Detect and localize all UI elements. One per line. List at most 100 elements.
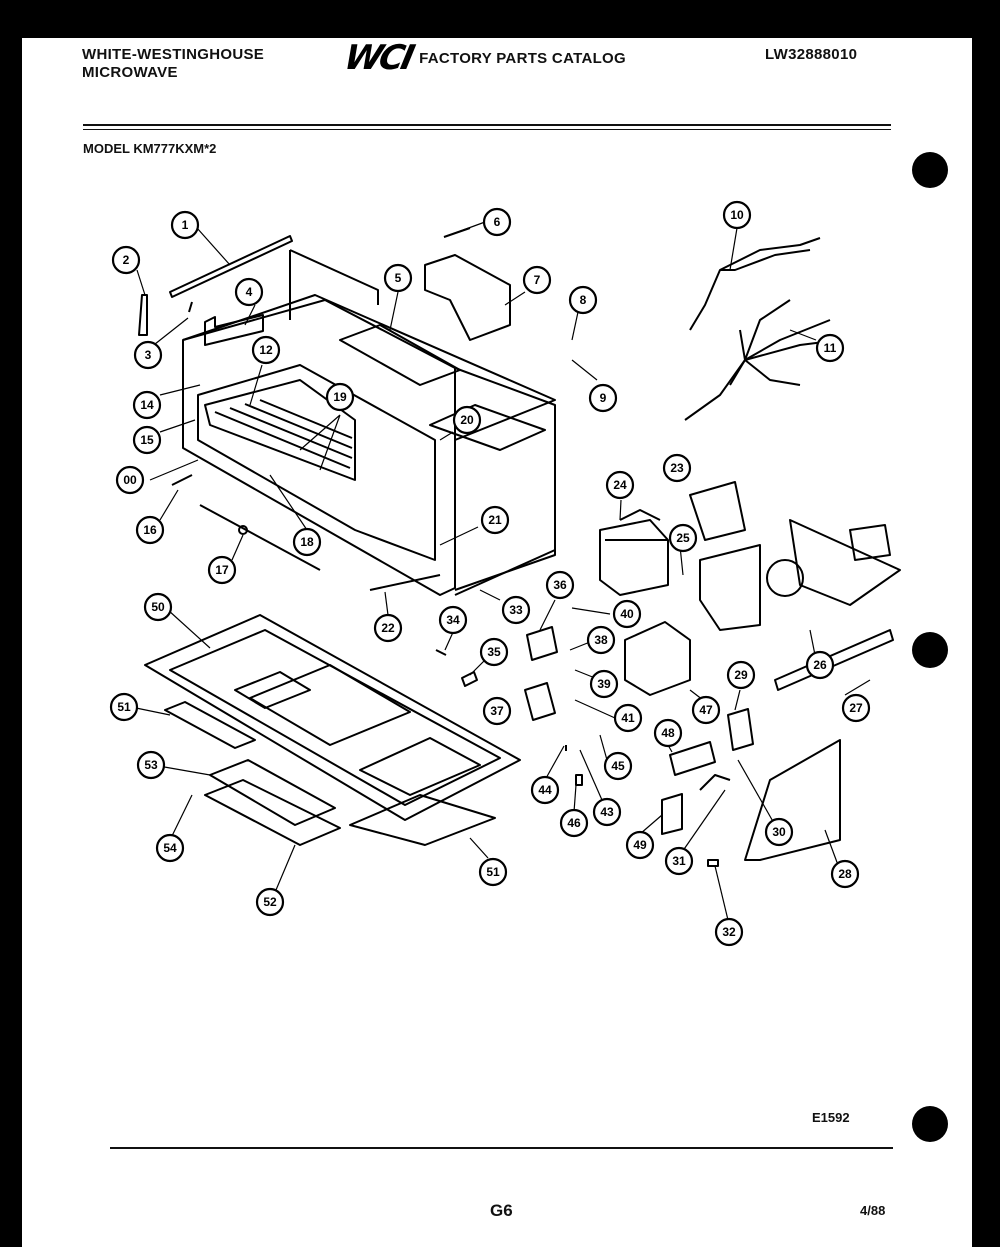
- callout-number: 15: [140, 433, 154, 447]
- callout-circle: [653, 718, 683, 748]
- callout-number: 33: [509, 603, 523, 617]
- callout-circle: [726, 660, 756, 690]
- callout-number: 51: [117, 700, 131, 714]
- callout-circle: [135, 515, 165, 545]
- callout-circle: [383, 263, 413, 293]
- part-filter-left: [164, 701, 256, 749]
- callout-circle: [568, 285, 598, 315]
- part-cam-35: [461, 671, 478, 687]
- drawing-number: E1592: [812, 1110, 850, 1125]
- callout-31: 31: [664, 846, 694, 876]
- callout-circle: [613, 703, 643, 733]
- callout-circle: [612, 599, 642, 629]
- part-fan-housing: [699, 544, 761, 631]
- callout-number: 29: [734, 668, 748, 682]
- binder-hole: [912, 632, 948, 668]
- callout-circle: [482, 207, 512, 237]
- callout-circle: [545, 570, 575, 600]
- callout-circle: [292, 527, 322, 557]
- callout-number: 16: [143, 523, 157, 537]
- part-cabinet-top: [182, 294, 556, 441]
- part-fan-motor: [849, 524, 891, 561]
- callout-9: 9: [588, 383, 618, 413]
- callout-circle: [479, 637, 509, 667]
- callout-49: 49: [625, 830, 655, 860]
- callout-number: 22: [381, 621, 395, 635]
- callout-51b: 51: [478, 857, 508, 887]
- callout-circle: [662, 453, 692, 483]
- callout-circle: [668, 523, 698, 553]
- callout-33: 33: [501, 595, 531, 625]
- part-rail-left: [369, 574, 441, 591]
- callout-circle: [111, 245, 141, 275]
- callout-circle: [478, 857, 508, 887]
- callout-circle: [559, 808, 589, 838]
- part-light-frame: [204, 779, 341, 846]
- callout-circle: [592, 797, 622, 827]
- callout-32: 32: [714, 917, 744, 947]
- callout-number: 45: [611, 759, 625, 773]
- callout-number: 9: [600, 391, 607, 405]
- callout-8: 8: [568, 285, 598, 315]
- part-base-plate: [144, 614, 521, 821]
- callout-15: 15: [132, 425, 162, 455]
- callout-number: 14: [140, 398, 154, 412]
- callout-number: 21: [488, 513, 502, 527]
- callout-circle: [115, 465, 145, 495]
- part-light-lens: [209, 759, 336, 826]
- callout-45: 45: [603, 751, 633, 781]
- callout-circle: [603, 751, 633, 781]
- callout-number: 24: [613, 478, 627, 492]
- callout-54: 54: [155, 833, 185, 863]
- part-air-duct: [424, 254, 511, 341]
- callout-circle: [109, 692, 139, 722]
- part-screw: [188, 301, 193, 313]
- callout-circle: [522, 265, 552, 295]
- part-angle-bar: [774, 629, 894, 691]
- callout-40: 40: [612, 599, 642, 629]
- header-rule: [83, 124, 891, 126]
- callout-circle: [255, 887, 285, 917]
- callout-35: 35: [479, 637, 509, 667]
- callout-19: 19: [325, 382, 355, 412]
- part-magnetron: [599, 519, 669, 596]
- part-switch: [526, 626, 558, 661]
- callout-circle: [170, 210, 200, 240]
- callout-4: 4: [234, 277, 264, 307]
- callout-circle: [132, 390, 162, 420]
- callout-circle: [155, 833, 185, 863]
- callout-number: 11: [824, 341, 837, 355]
- part-hinge: [138, 294, 148, 336]
- callout-46: 46: [559, 808, 589, 838]
- part-relay: [727, 708, 754, 751]
- part-fan-blade: [766, 559, 804, 597]
- scan-edge-mark: [0, 945, 8, 947]
- header-rule-thin: [83, 129, 891, 130]
- part-clip: [661, 793, 683, 835]
- callout-number: 34: [446, 613, 460, 627]
- callout-number: 26: [813, 658, 827, 672]
- scan-edge-mark: [0, 655, 8, 657]
- callout-number: 3: [145, 348, 152, 362]
- callout-circle: [438, 605, 468, 635]
- part-harness-upper: [689, 237, 821, 331]
- callout-number: 20: [460, 413, 474, 427]
- callout-circle: [664, 846, 694, 876]
- callout-circle: [325, 382, 355, 412]
- callout-circle: [722, 200, 752, 230]
- callout-30: 30: [764, 817, 794, 847]
- callout-number: 6: [494, 215, 501, 229]
- part-trim-bar: [169, 235, 293, 298]
- callout-number: 32: [722, 925, 736, 939]
- product-type: MICROWAVE: [82, 64, 178, 81]
- callout-25: 25: [668, 523, 698, 553]
- callout-circle: [586, 625, 616, 655]
- part-rack: [204, 379, 356, 481]
- part-transformer: [624, 621, 691, 696]
- part-top-cover: [339, 324, 461, 386]
- callout-27: 27: [841, 693, 871, 723]
- callout-circle: [841, 693, 871, 723]
- callout-circle: [530, 775, 560, 805]
- callout-number: 41: [621, 711, 635, 725]
- catalog-heading: WCI FACTORY PARTS CATALOG: [341, 38, 626, 78]
